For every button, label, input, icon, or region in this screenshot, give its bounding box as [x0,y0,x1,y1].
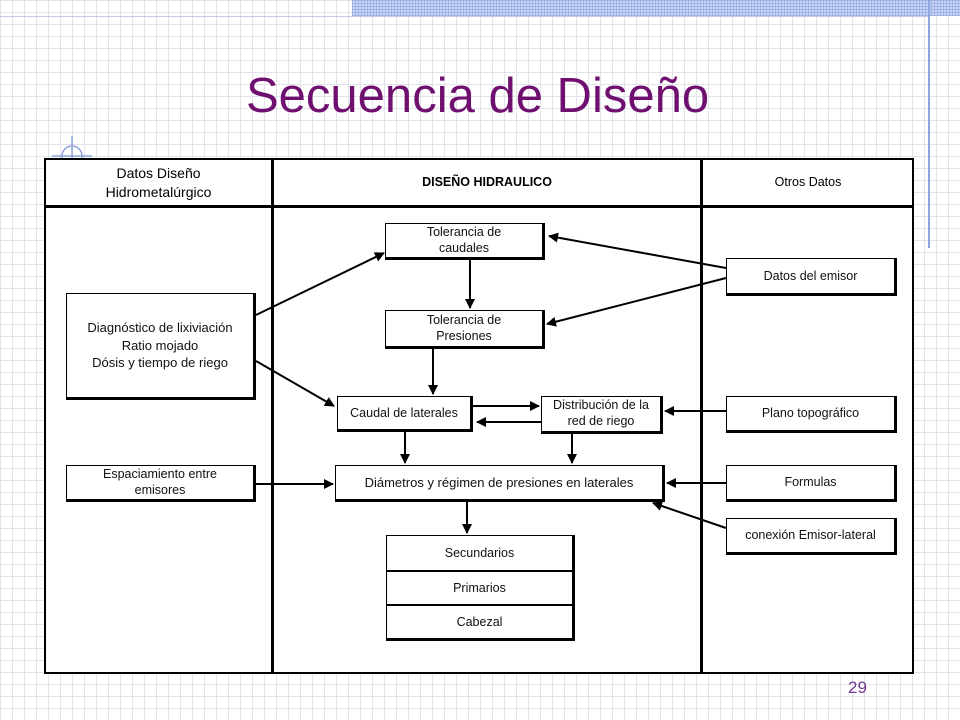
box-formulas: Formulas [726,465,897,502]
box-espaciamiento-line1: Espaciamiento entre [103,466,217,481]
slide-title: Secuencia de Diseño [246,69,710,123]
header-decoration-band [352,0,960,16]
box-tolerancia-presiones-line2: Presiones [436,328,492,343]
column-divider-right [700,158,703,674]
column-header-left-line2: Hidrometalúrgico [105,183,212,200]
arrow-emisor-to-presiones [546,277,727,327]
box-distribucion-line2: red de riego [567,414,635,428]
column-header-left-line1: Datos Diseño [116,165,201,182]
box-tolerancia-caudales-line1: Tolerancia de [426,224,502,239]
header-divider [44,205,914,208]
box-diagnostico-line1: Diagnóstico de lixiviación [87,320,233,336]
arrow-diagnostico-to-tolerancia [255,252,385,316]
column-header-middle: DISEÑO HIDRAULICO [422,175,552,190]
box-tolerancia-presiones-line1: Tolerancia de [426,312,502,327]
arrow-conexion-to-diametros [652,501,727,529]
box-diametros: Diámetros y régimen de presiones en late… [335,465,665,502]
column-header-right: Otros Datos [774,175,842,190]
box-conexion: conexión Emisor-lateral [726,518,897,555]
column-header-left: Datos Diseño Hidrometalúrgico [46,160,271,205]
arrow-emisor-to-caudales [548,232,727,269]
column-divider-left [271,158,274,674]
page-number: 29 [848,678,867,697]
box-diagnostico: Diagnóstico de lixiviación Ratio mojado … [66,293,256,400]
box-cabezal: Cabezal [386,605,575,641]
box-espaciamiento: Espaciamiento entre emisores [66,465,256,502]
arrow-diagnostico-to-caudal [255,360,335,407]
header-decoration-line [0,16,930,17]
box-plano-topografico: Plano topográfico [726,396,897,433]
box-caudal-laterales: Caudal de laterales [337,396,473,432]
box-tolerancia-presiones: Tolerancia de Presiones [385,310,545,349]
box-espaciamiento-line2: emisores [134,482,186,497]
box-datos-emisor: Datos del emisor [726,258,897,296]
box-distribucion-line1: Distribución de la [553,398,649,413]
side-decoration-line [928,0,930,248]
box-diagnostico-line3: Dósis y tiempo de riego [92,355,228,371]
box-distribucion: Distribución de la red de riego [541,396,663,434]
box-tolerancia-caudales-line2: caudales [438,240,490,255]
box-diagnostico-line2: Ratio mojado [121,337,199,353]
box-tolerancia-caudales: Tolerancia de caudales [385,223,545,260]
